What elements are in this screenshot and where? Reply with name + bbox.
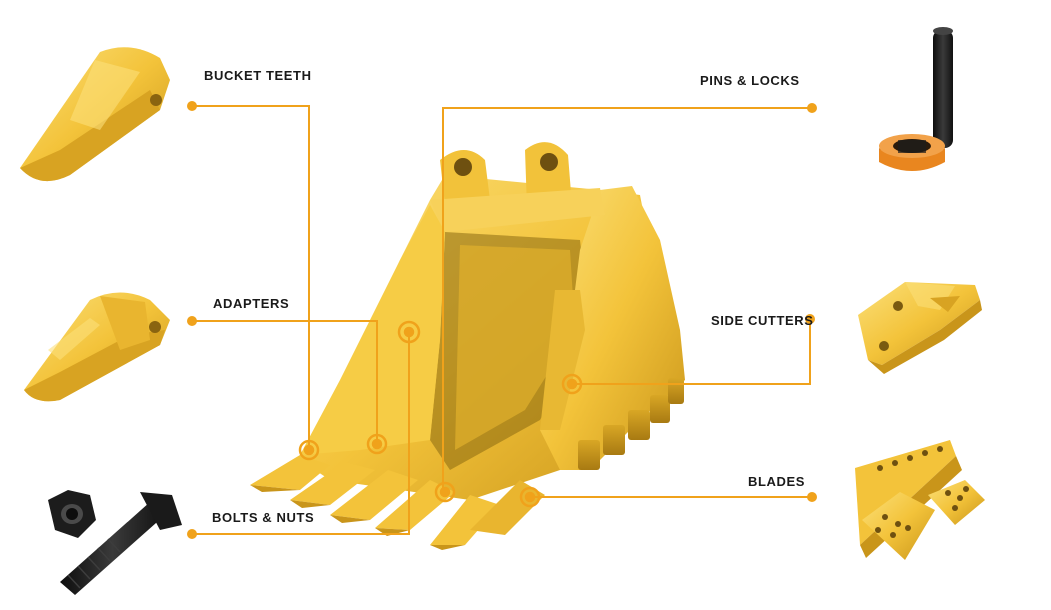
target-bolts-nuts <box>397 320 421 344</box>
target-side-cutters <box>561 373 583 395</box>
leader-adapters <box>192 320 378 444</box>
target-bucket-teeth <box>298 439 320 461</box>
target-adapters <box>366 433 388 455</box>
target-pins-locks <box>434 481 456 503</box>
label-pins-locks: PINS & LOCKS <box>700 73 800 88</box>
leader-bolts-nuts <box>192 332 410 535</box>
leader-bucket-teeth <box>192 105 310 448</box>
side-cutter-part <box>858 282 982 374</box>
label-blades: BLADES <box>748 474 806 489</box>
label-side-cutters: SIDE CUTTERS <box>711 313 814 328</box>
blade-part <box>855 440 985 560</box>
label-bucket-teeth: BUCKET TEETH <box>204 68 312 83</box>
adapter-part <box>24 292 170 402</box>
leader-pins-locks <box>442 107 812 492</box>
dot-side-cutters <box>805 314 815 324</box>
excavator-bucket <box>250 142 685 550</box>
label-bolts-nuts: BOLTS & NUTS <box>212 510 315 525</box>
target-blades <box>519 486 541 508</box>
dot-bolts-nuts <box>187 529 197 539</box>
bucket-teeth-part <box>20 47 170 182</box>
leader-lines <box>192 105 812 535</box>
leader-dots <box>187 101 817 539</box>
dot-bucket-teeth <box>187 101 197 111</box>
dot-pins-locks <box>807 103 817 113</box>
target-rings <box>298 320 583 508</box>
leader-side-cutters <box>572 319 811 385</box>
label-adapters: ADAPTERS <box>213 296 290 311</box>
pin-lock-part <box>879 27 953 171</box>
dot-blades <box>807 492 817 502</box>
dot-adapters <box>187 316 197 326</box>
bolt-nut-part <box>48 490 182 595</box>
